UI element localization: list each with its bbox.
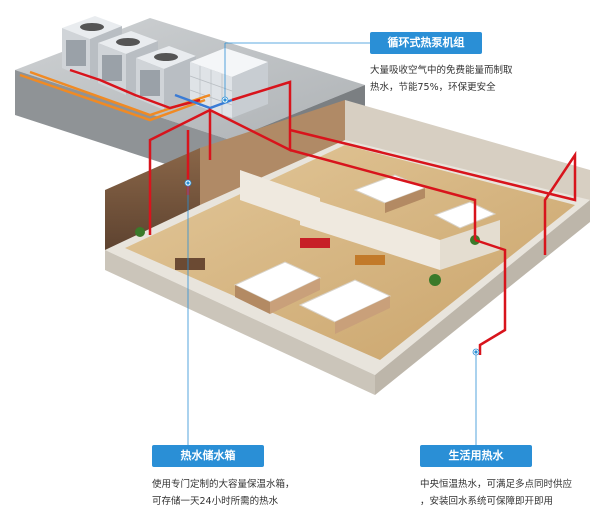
heat-pump-callout-description: 大量吸收空气中的免费能量而制取 热水，节能75%，环保更安全	[370, 62, 513, 96]
heat-pump-callout-title: 循环式热泵机组	[370, 32, 482, 54]
description-line: 使用专门定制的大容量保温水箱，	[152, 479, 295, 490]
callout-pointers	[184, 42, 480, 445]
description-line: 热水，节能75%，环保更安全	[370, 82, 496, 93]
bed	[233, 261, 322, 314]
hot-water-pipes	[148, 100, 577, 355]
plant	[429, 274, 441, 286]
sofa	[355, 255, 385, 265]
plant	[135, 227, 145, 237]
storage-tank-callout-title: 热水储水箱	[152, 445, 264, 467]
bedroom-furniture	[135, 174, 497, 334]
description-line: 中央恒温热水，可满足多点同时供应	[420, 479, 573, 490]
apartment-floor	[105, 100, 590, 395]
sofa	[300, 238, 330, 248]
bed	[433, 201, 497, 229]
description-line: ，安装回水系统可保障即开即用	[420, 496, 554, 507]
domestic-water-callout-title: 生活用热水	[420, 445, 532, 467]
bed	[298, 279, 392, 334]
description-line: 大量吸收空气中的免费能量而制取	[370, 65, 513, 76]
sofa	[175, 258, 205, 270]
storage-tank-callout-description: 使用专门定制的大容量保温水箱， 可存储一天24小时所需的热水	[152, 476, 295, 510]
domestic-water-callout-description: 中央恒温热水，可满足多点同时供应 ，安装回水系统可保障即开即用	[420, 476, 572, 510]
description-line: 可存储一天24小时所需的热水	[152, 496, 279, 507]
